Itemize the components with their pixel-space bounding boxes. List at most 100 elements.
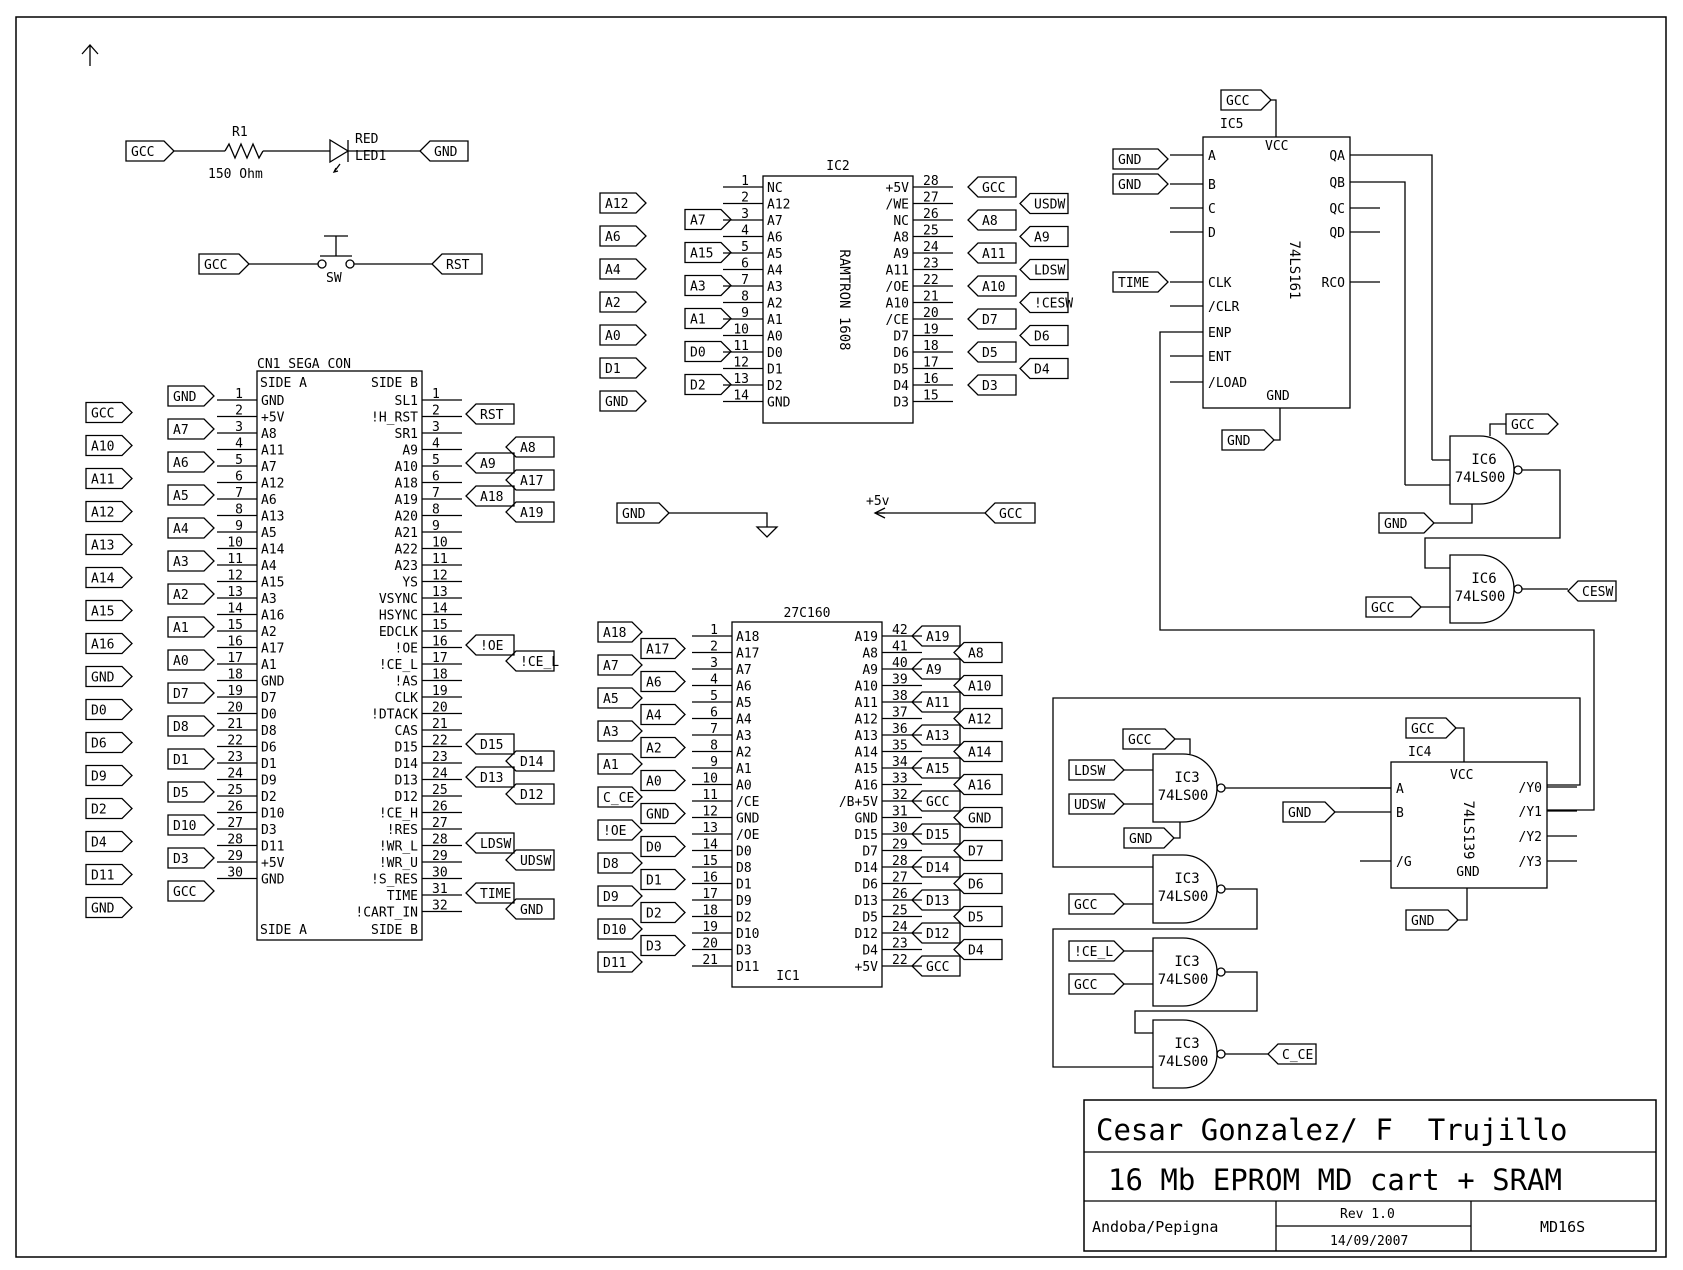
- ic1-left-net-flag: [597, 753, 643, 775]
- cn1-a-net-flag: [85, 401, 133, 424]
- cn1-a-net: D8: [173, 720, 189, 735]
- ic2-name: RAMTRON 1608: [836, 249, 852, 350]
- cn1-a-net-flag: [85, 830, 133, 853]
- ic1-right-pin-number: 24: [892, 920, 908, 935]
- cn1-side-b: SIDE B: [371, 376, 418, 391]
- cn1-b-net: TIME: [480, 887, 511, 902]
- ic2-right-pin-number: 19: [923, 323, 939, 338]
- ic4-right-pin-label: /Y1: [1519, 805, 1542, 820]
- ic1-left-pin-number: 12: [702, 805, 718, 820]
- ic1-left-net: D1: [646, 874, 662, 889]
- ic1-left-net: D8: [603, 857, 619, 872]
- ic4-body: [1390, 761, 1548, 889]
- ic1-right-pin-number: 31: [892, 805, 908, 820]
- ic1-left-net: A5: [603, 692, 619, 707]
- cn1-b-pin-number: 11: [432, 552, 448, 567]
- ic5-vcc-net: GCC: [1226, 94, 1249, 109]
- ic4-b-net: GND: [1288, 806, 1312, 821]
- ic1-left-net: !OE: [603, 824, 626, 839]
- ic1-right-pin-number: 32: [892, 788, 908, 803]
- ic1-left-pin-number: 1: [710, 623, 718, 638]
- ic6-a-bubble: [1513, 465, 1523, 475]
- ic5-vcc-net-flag: [1220, 89, 1272, 111]
- ic1-right-net: D14: [926, 861, 950, 876]
- ic2-left-pin-label: A4: [767, 264, 783, 279]
- ic2-left-net: D1: [605, 362, 621, 377]
- cn1-b-pin-label: !S_RES: [371, 873, 418, 888]
- cn1-a-pin-number: 7: [235, 486, 243, 501]
- ic3-cel-net-flag: [1068, 940, 1125, 962]
- cn1-b-pin-number: 12: [432, 569, 448, 584]
- cn1-a-pin-label: A3: [261, 592, 277, 607]
- cn1-a-pin-number: 8: [235, 503, 243, 518]
- cn1-title: CN1 SEGA_CON: [257, 357, 351, 372]
- ic1-right-net-flag: [911, 625, 961, 647]
- ic1-right-pin-number: 39: [892, 673, 908, 688]
- ic2-left-pin-label: A5: [767, 247, 783, 262]
- cn1-a-pin-label: GND: [261, 675, 285, 690]
- cn1-a-pin-label: +5V: [261, 411, 285, 426]
- ic1-left-net-flag: [640, 868, 686, 891]
- gnd-symbol-net-flag: [616, 502, 670, 524]
- ic1-right-pin-label: A9: [862, 663, 878, 678]
- cn1-a-net: A16: [91, 638, 114, 653]
- ic4-right-pin-label: /Y0: [1519, 781, 1542, 796]
- ic1-right-net: A11: [926, 696, 949, 711]
- ic1-left-pin-number: 2: [710, 640, 718, 655]
- ic6-a-gate: [1449, 435, 1515, 505]
- ic5-a-net-flag: [1112, 148, 1169, 170]
- ic6-gnd-net-flag: [1378, 512, 1435, 534]
- ic1-left-net: A17: [646, 643, 669, 658]
- cn1-a-net: D4: [91, 836, 107, 851]
- cn1-a-net-flag: [85, 500, 133, 523]
- ic2-left-pin-label: A0: [767, 330, 783, 345]
- cn1-b-net: D15: [480, 738, 503, 753]
- ic1-left-pin-number: 10: [702, 772, 718, 787]
- ic1-right-net: D4: [968, 944, 984, 959]
- cn1-b-pin-label: SL1: [395, 394, 418, 409]
- ic3-gnd-net-flag: [1123, 827, 1175, 849]
- ic3-c-ref: IC3: [1174, 954, 1199, 970]
- cn1-b-pin-number: 19: [432, 684, 448, 699]
- ic5-left-pin-label: C: [1208, 202, 1216, 217]
- ic1-right-net: A19: [926, 630, 949, 645]
- cn1-b-net: A9: [480, 457, 496, 472]
- ic6-b-net-flag: [1365, 596, 1422, 618]
- ic1-left-net-flag: [597, 951, 643, 973]
- ic1-right-net-flag: [953, 839, 1003, 862]
- ic4-vcc-net: GCC: [1411, 722, 1434, 737]
- ic5-left-pin-label: ENT: [1208, 350, 1232, 365]
- cn1-a-net-flag: [85, 863, 133, 886]
- ic1-left-pin-label: A2: [736, 746, 752, 761]
- cn1-b-net-flag: [465, 452, 515, 474]
- title-block-rev: Rev 1.0: [1340, 1207, 1395, 1222]
- ic2-right-pin-label: D7: [893, 330, 909, 345]
- ic2-left-net: A0: [605, 329, 621, 344]
- ic3-c-net-flag: [1068, 973, 1125, 995]
- ic2-left-pin-number: 13: [733, 372, 749, 387]
- ic3-b-ref: IC3: [1174, 871, 1199, 887]
- cn1-b-pin-number: 22: [432, 734, 448, 749]
- ic1-left-net: A18: [603, 626, 626, 641]
- wire: [1274, 408, 1281, 441]
- cn1-b-net-flag: [465, 766, 515, 788]
- ic2-left-pin-label: A2: [767, 297, 783, 312]
- ic2-left-net-flag: [684, 274, 732, 297]
- ic1-left-net: D3: [646, 940, 662, 955]
- cn1-a-pin-number: 13: [227, 585, 243, 600]
- ic1-right-pin-number: 33: [892, 772, 908, 787]
- cn1-a-net: D10: [173, 819, 196, 834]
- title-block-title: 16 Mb EPROM MD cart + SRAM: [1108, 1163, 1562, 1197]
- ic2-left-pin-label: D2: [767, 379, 783, 394]
- cn1-b-net-flag: [465, 832, 515, 854]
- cn1-a-pin-label: A11: [261, 444, 284, 459]
- ic2-left-pin-label: A6: [767, 231, 783, 246]
- cn1-a-net-flag: [85, 533, 133, 556]
- cn1-b-net: LDSW: [480, 837, 511, 852]
- ic2-left-net: A2: [605, 296, 621, 311]
- cn1-b-net: D13: [480, 771, 503, 786]
- cn1-b-pin-number: 8: [432, 503, 440, 518]
- ic1-right-net-flag: [953, 773, 1003, 796]
- cn1-a-pin-label: D8: [261, 724, 277, 739]
